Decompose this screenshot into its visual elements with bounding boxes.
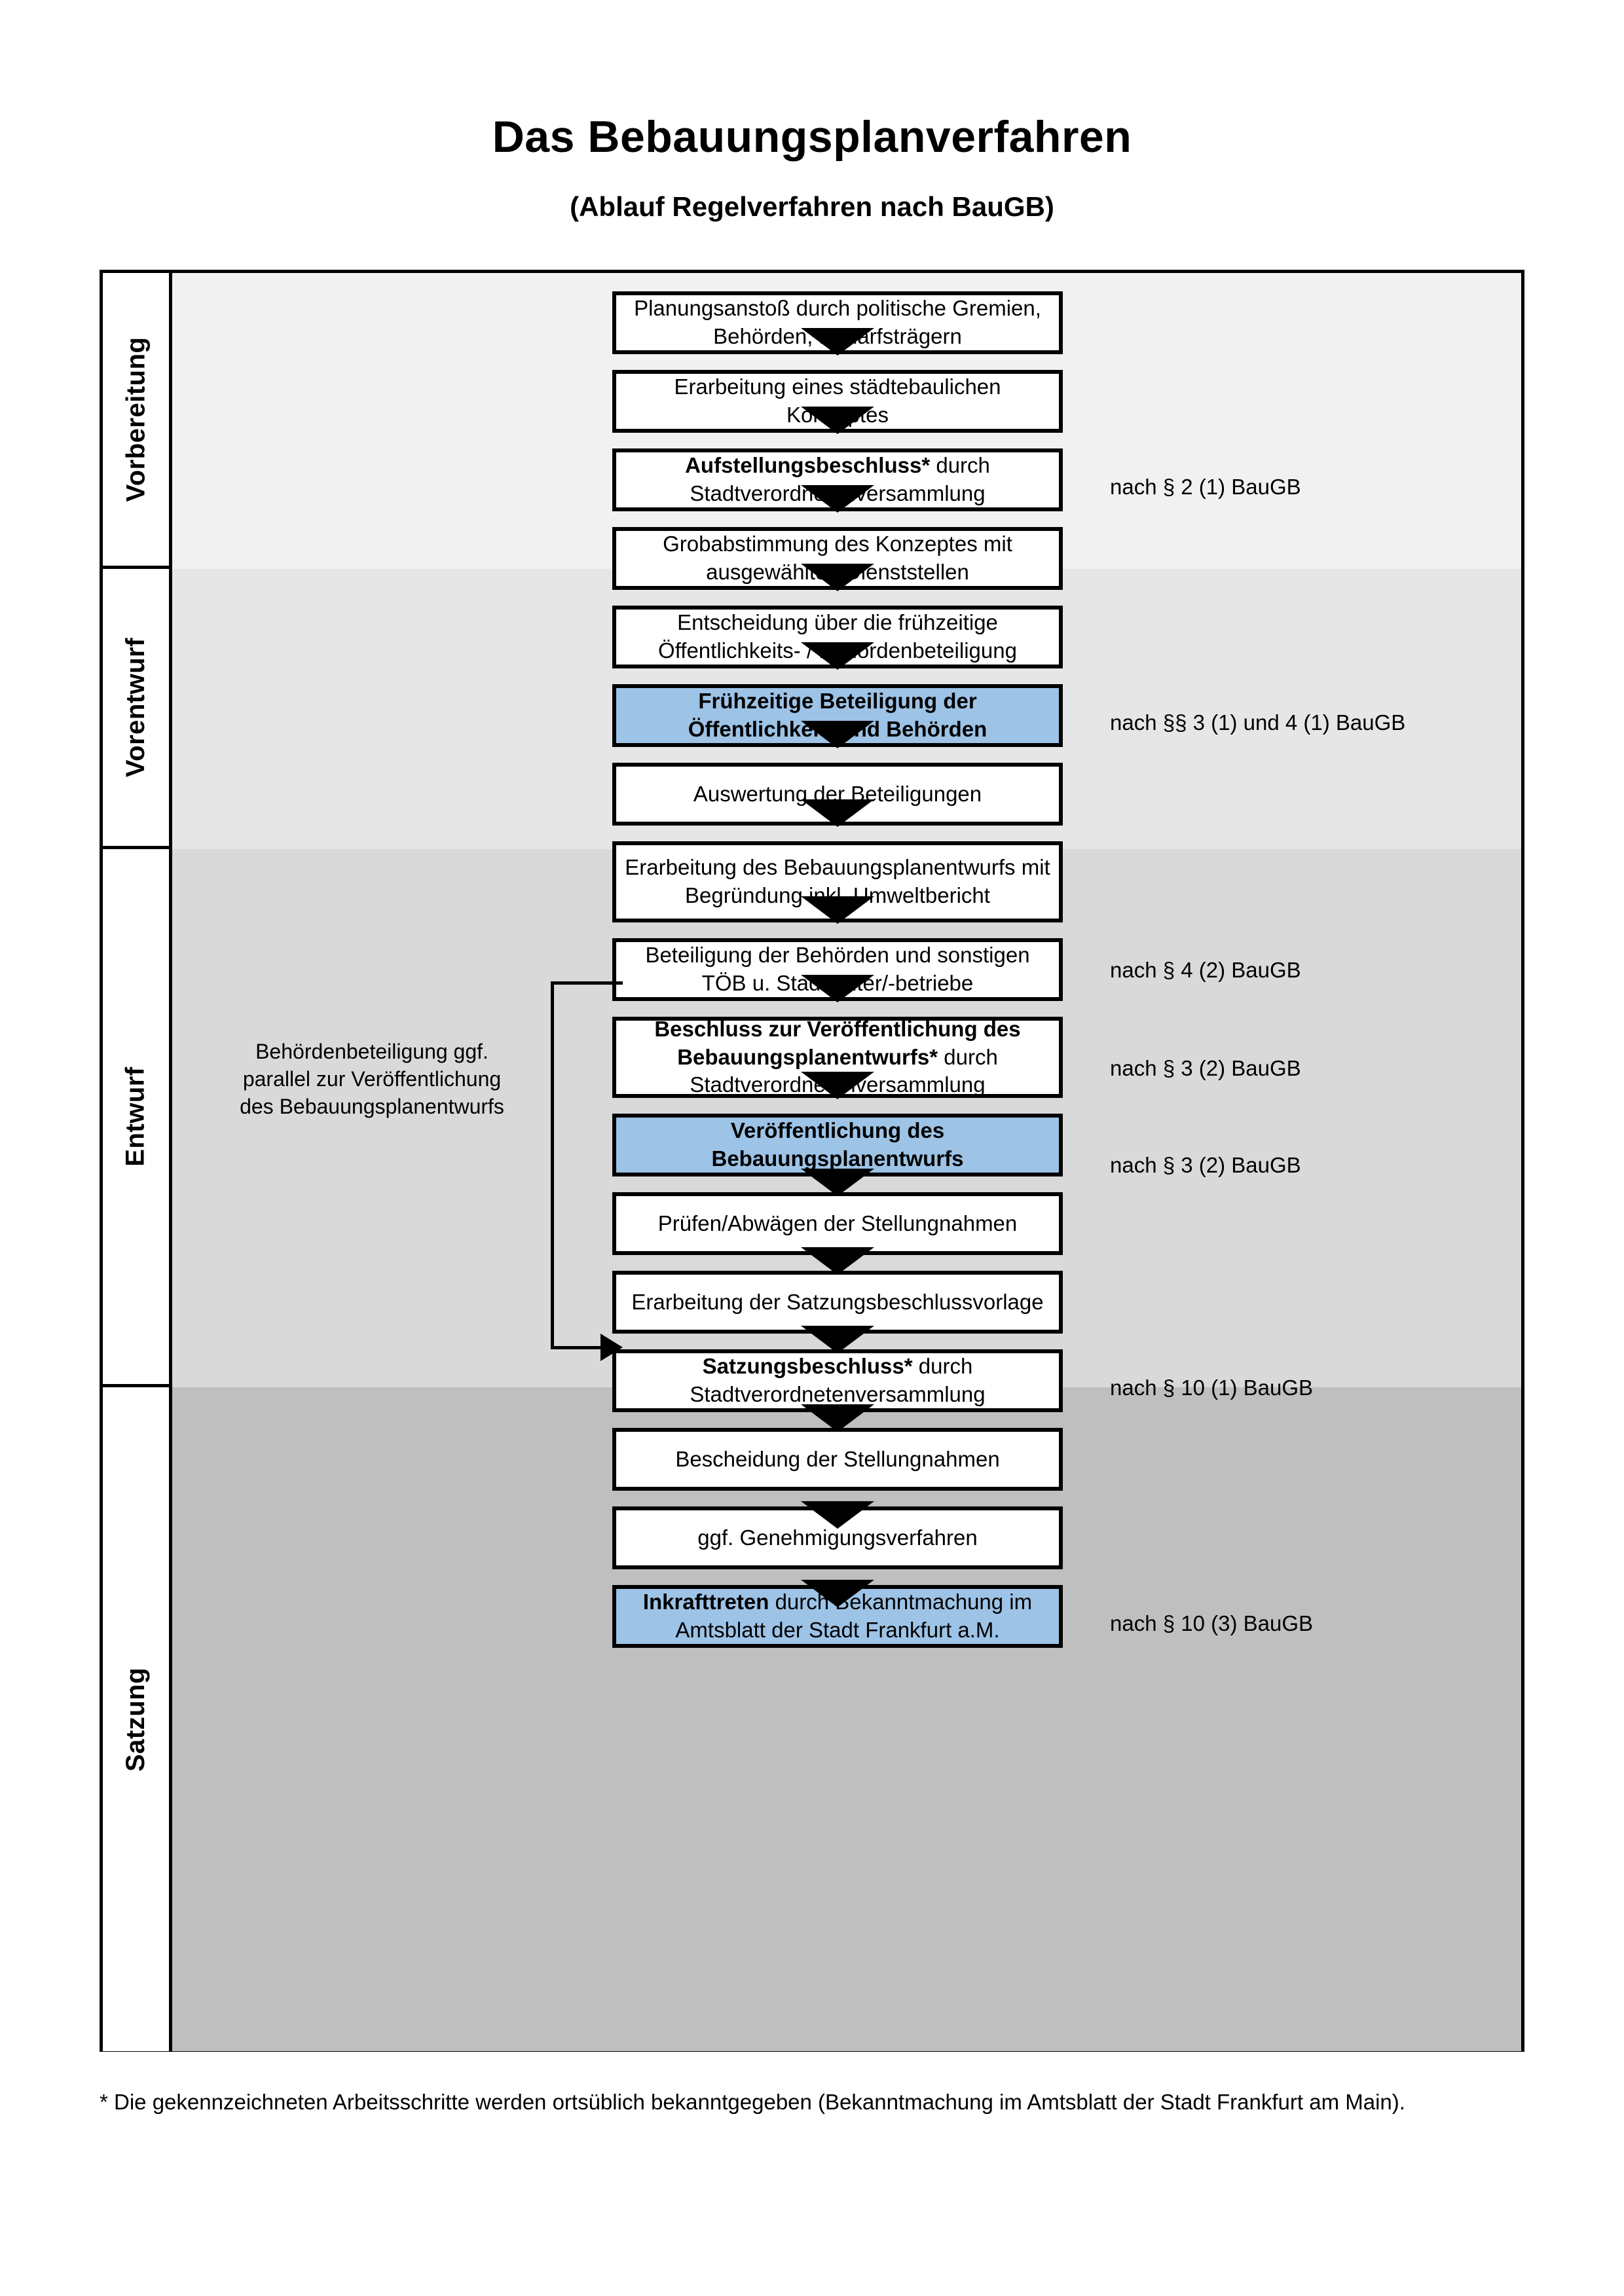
flow-arrow — [801, 1072, 874, 1099]
step-plain-text: durch Stadtverordnetenversammlung — [690, 1354, 986, 1406]
step-box-auswertung-beteiligungen[interactable]: Auswertung der Beteiligungen — [612, 763, 1063, 826]
step-plain-text: ggf. Genehmigungsverfahren — [697, 1525, 978, 1550]
flow-arrow — [801, 896, 874, 924]
side-note-parallel: Behördenbeteiligung ggf. parallel zur Ve… — [240, 1040, 504, 1119]
law-note-par3-1-par4-1: nach §§ 3 (1) und 4 (1) BauGB — [1110, 710, 1406, 735]
flow-arrow — [801, 1501, 874, 1529]
law-note-par2-1: nach § 2 (1) BauGB — [1110, 475, 1301, 499]
step-bold-text: Aufstellungsbeschluss* — [685, 453, 931, 478]
flowchart-frame: Vorbereitung Vorentwurf Entwurf Satzung — [100, 270, 1524, 2052]
phase-cell-vorbereitung: Vorbereitung — [103, 273, 169, 569]
law-note-par3-2-b: nach § 3 (2) BauGB — [1110, 1153, 1301, 1177]
flow-arrow — [801, 485, 874, 513]
step-bold-text: Satzungsbeschluss* — [702, 1354, 913, 1379]
connector-top-segment — [551, 981, 623, 985]
page-subtitle: (Ablauf Regelverfahren nach BauGB) — [570, 191, 1054, 222]
step-text: ggf. Genehmigungsverfahren — [697, 1524, 977, 1552]
flow-arrow — [801, 564, 874, 591]
phase-cell-vorentwurf: Vorentwurf — [103, 569, 169, 849]
flow-arrow — [801, 721, 874, 748]
flow-arrow — [801, 407, 874, 434]
phase-rail: Vorbereitung Vorentwurf Entwurf Satzung — [103, 273, 172, 2051]
flow-arrow — [801, 975, 874, 1002]
flow-arrow — [801, 799, 874, 827]
flow-arrow — [801, 1169, 874, 1196]
step-bold-text: Veröffentlichung des Bebauungsplanentwur… — [711, 1118, 964, 1171]
phase-cell-entwurf: Entwurf — [103, 849, 169, 1387]
flow-arrow — [801, 1404, 874, 1432]
phase-label-vorbereitung: Vorbereitung — [121, 337, 150, 502]
step-bold-text: Frühzeitige Beteiligung der Öffentlichke… — [688, 689, 987, 741]
step-box-veroeffentlichung-bplanentwurf[interactable]: Veröffentlichung des Bebauungsplanentwur… — [612, 1114, 1063, 1176]
law-note-par10-1: nach § 10 (1) BauGB — [1110, 1376, 1314, 1400]
step-text: Prüfen/Abwägen der Stellungnahmen — [658, 1210, 1018, 1238]
parallel-process-connector — [551, 981, 623, 1361]
law-note-par4-2: nach § 4 (2) BauGB — [1110, 958, 1301, 982]
connector-vertical-segment — [551, 981, 554, 1349]
flow-arrow — [801, 642, 874, 670]
step-bold-text: Beschluss zur Veröffentlichung des Bebau… — [654, 1016, 1021, 1069]
connector-bottom-segment — [551, 1346, 603, 1349]
step-box-satzungsbeschluss[interactable]: Satzungsbeschluss* durch Stadtverordnete… — [612, 1349, 1063, 1412]
flow-arrow — [801, 1247, 874, 1275]
step-plain-text: Erarbeitung der Satzungsbeschlussvorlage — [631, 1289, 1044, 1314]
page-title: Das Bebauungsplanverfahren — [492, 112, 1132, 162]
connector-arrowhead-icon — [600, 1334, 623, 1361]
step-box-pruefen-abwaegen[interactable]: Prüfen/Abwägen der Stellungnahmen — [612, 1192, 1063, 1255]
step-text: Erarbeitung der Satzungsbeschlussvorlage — [631, 1288, 1043, 1317]
step-text: Veröffentlichung des Bebauungsplanentwur… — [624, 1117, 1051, 1173]
step-plain-text: Prüfen/Abwägen der Stellungnahmen — [657, 1211, 1018, 1235]
flow-arrow — [801, 1580, 874, 1607]
phase-cell-satzung: Satzung — [103, 1387, 169, 2051]
band-satzung — [172, 1387, 1521, 2051]
step-box-satzungsbeschlussvorlage[interactable]: Erarbeitung der Satzungsbeschlussvorlage — [612, 1271, 1063, 1334]
step-text: Satzungsbeschluss* durch Stadtverordnete… — [624, 1353, 1051, 1409]
footnote: * Die gekennzeichneten Arbeitsschritte w… — [100, 2090, 1405, 2114]
step-text: Frühzeitige Beteiligung der Öffentlichke… — [624, 687, 1051, 744]
step-box-bescheidung-stellungnahmen[interactable]: Bescheidung der Stellungnahmen — [612, 1428, 1063, 1491]
step-plain-text: Bescheidung der Stellungnahmen — [675, 1446, 1000, 1471]
law-note-par3-2-a: nach § 3 (2) BauGB — [1110, 1056, 1301, 1080]
phase-label-vorentwurf: Vorentwurf — [121, 637, 150, 778]
phase-label-satzung: Satzung — [121, 1667, 151, 1772]
flow-arrow — [801, 1326, 874, 1353]
phase-label-entwurf: Entwurf — [121, 1066, 150, 1167]
page-header: Das Bebauungsplanverfahren (Ablauf Regel… — [0, 0, 1624, 223]
flow-arrow — [801, 328, 874, 355]
law-note-par10-3: nach § 10 (3) BauGB — [1110, 1611, 1314, 1635]
flow-content: Behördenbeteiligung ggf. parallel zur Ve… — [172, 273, 1521, 2049]
step-text: Bescheidung der Stellungnahmen — [675, 1446, 999, 1474]
step-bold-text: Inkrafttreten — [642, 1590, 769, 1614]
